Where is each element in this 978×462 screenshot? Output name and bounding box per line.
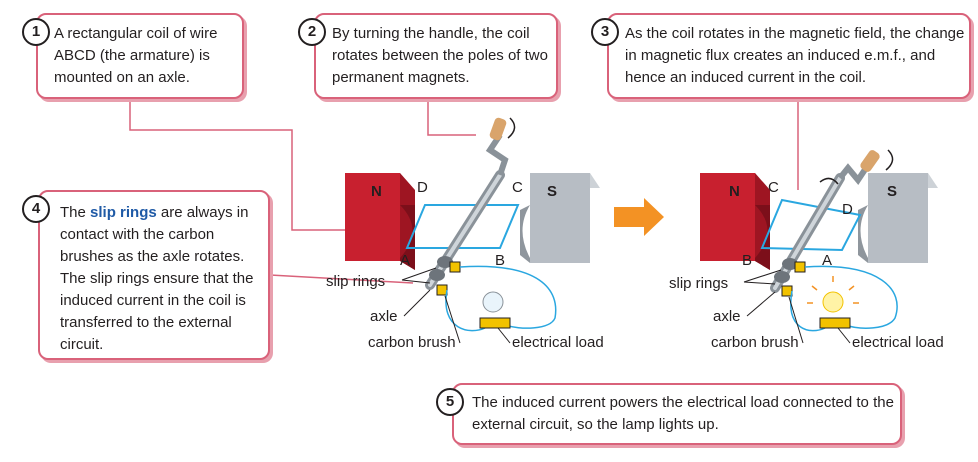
- carbon-brush-2-right: [781, 285, 793, 297]
- callout-5-text: The induced current powers the electrica…: [472, 394, 894, 433]
- label-axle-left: axle: [370, 308, 398, 325]
- corner-a-left: A: [400, 252, 410, 269]
- callout-4-text-after: are always in contact with the carbon br…: [60, 204, 254, 353]
- corner-b-right: B: [742, 252, 752, 269]
- crank-left: [485, 133, 509, 176]
- slip-ring-1-right: [782, 258, 798, 270]
- callout-1-text: A rectangular coil of wire ABCD (the arm…: [54, 25, 218, 86]
- label-axle-right: axle: [713, 308, 741, 325]
- label-load-right: electrical load: [852, 334, 944, 351]
- rotation-arrow-coil-right: [819, 177, 839, 185]
- callout-4-text: The slip rings are always in contact wit…: [60, 202, 264, 356]
- callout-1: A rectangular coil of wire ABCD (the arm…: [36, 13, 244, 99]
- leader-lines: [129, 100, 799, 284]
- label-load-left: electrical load: [512, 334, 604, 351]
- south-magnet-left: [520, 173, 600, 263]
- slip-ring-2-left: [429, 269, 445, 281]
- label-carbon-brush-right: carbon brush: [711, 334, 799, 351]
- circuit-wire-right-1: [804, 265, 898, 329]
- pole-north-right: N: [729, 183, 740, 200]
- handle-left: [489, 117, 507, 141]
- lamp-base-left: [479, 317, 511, 329]
- callout-3: As the coil rotates in the magnetic fiel…: [607, 13, 971, 99]
- generator-right: N S: [700, 149, 938, 332]
- corner-d-right: D: [842, 201, 853, 218]
- corner-b-left: B: [495, 252, 505, 269]
- callout-4-text-before: The: [60, 204, 91, 221]
- carbon-brush-2-left: [436, 284, 448, 296]
- slip-rings-term: slip rings: [90, 204, 157, 221]
- pole-south-right: S: [887, 183, 897, 200]
- callout-4-number: 4: [22, 195, 50, 223]
- carbon-brush-1-right: [794, 261, 806, 273]
- callout-1-number: 1: [22, 18, 50, 46]
- callout-2-number: 2: [298, 18, 326, 46]
- carbon-brush-1-left: [449, 261, 461, 273]
- rotation-arrow-right: [885, 149, 894, 171]
- north-magnet-right: [700, 173, 770, 270]
- corner-d-left: D: [417, 179, 428, 196]
- corner-c-right: C: [768, 179, 779, 196]
- transition-arrow: [614, 198, 664, 236]
- handle-right: [860, 150, 880, 172]
- leader-line-2: [427, 100, 476, 136]
- label-slip-rings-left: slip rings: [326, 273, 385, 290]
- callout-3-text: As the coil rotates in the magnetic fiel…: [625, 25, 965, 86]
- slip-ring-2-right: [774, 271, 790, 283]
- lamp-base-right: [819, 317, 851, 329]
- callout-3-number: 3: [591, 18, 619, 46]
- callout-4: The slip rings are always in contact wit…: [38, 190, 270, 360]
- slip-ring-1-left: [437, 256, 453, 268]
- corner-a-right: A: [822, 252, 832, 269]
- callout-5: The induced current powers the electrica…: [452, 383, 902, 445]
- circuit-wire-left-1: [459, 265, 557, 329]
- south-magnet-right: [858, 173, 938, 263]
- coil-left: [405, 204, 520, 249]
- callout-2: By turning the handle, the coil rotates …: [314, 13, 558, 99]
- pole-north-left: N: [371, 183, 382, 200]
- label-pointers-left: [401, 267, 511, 344]
- generator-left: N S: [345, 117, 600, 332]
- lamp-left: [482, 291, 504, 313]
- label-slip-rings-right: slip rings: [669, 275, 728, 292]
- leader-line-1: [129, 100, 400, 231]
- circuit-wire-left-2: [445, 289, 486, 332]
- lamp-glow-right: [807, 276, 859, 304]
- north-magnet-left: [345, 173, 415, 270]
- lamp-right: [822, 291, 844, 313]
- coil-right: [760, 198, 862, 252]
- callout-2-text: By turning the handle, the coil rotates …: [332, 25, 548, 86]
- pole-south-left: S: [547, 183, 557, 200]
- callout-5-number: 5: [436, 388, 464, 416]
- label-pointers-right: [743, 269, 851, 344]
- corner-c-left: C: [512, 179, 523, 196]
- label-carbon-brush-left: carbon brush: [368, 334, 456, 351]
- leader-line-4: [269, 274, 414, 284]
- crank-right: [837, 163, 871, 186]
- rotation-arrow-left: [507, 117, 516, 139]
